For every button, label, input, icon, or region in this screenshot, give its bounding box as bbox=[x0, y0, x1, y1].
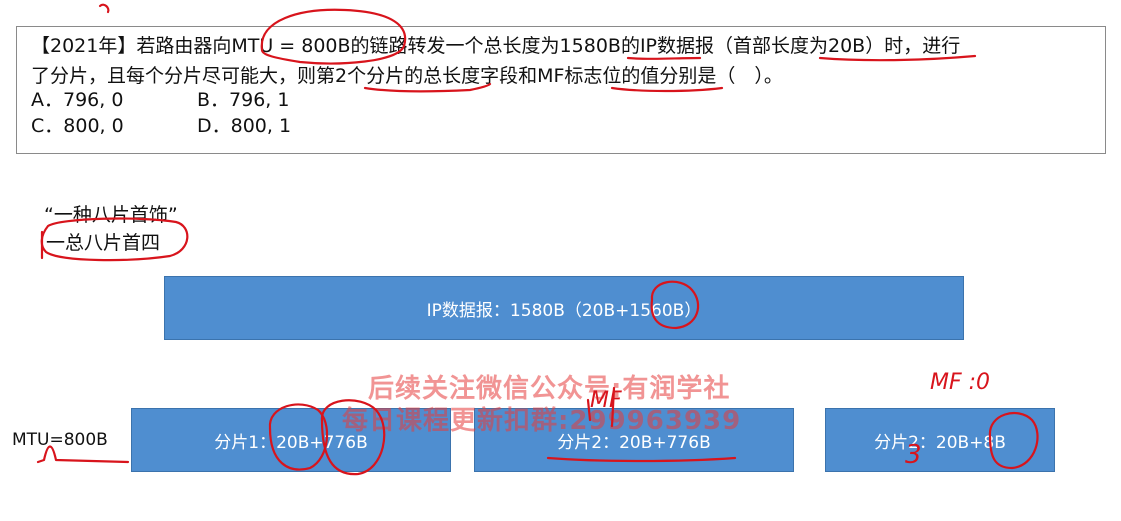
option-a: A．796, 0 bbox=[31, 89, 124, 111]
ip-datagram-label: IP数据报：1580B（20B+1560B） bbox=[426, 300, 702, 321]
handwritten-three: 3 bbox=[905, 440, 922, 470]
ip-datagram-box: IP数据报：1580B（20B+1560B） bbox=[164, 276, 964, 340]
question-line-1: 【2021年】若路由器向MTU = 800B的链路转发一个总长度为1580B的I… bbox=[31, 35, 961, 57]
mnemonic-quote: “一种八片首饰” bbox=[44, 204, 178, 226]
question-line-2: 了分片，且每个分片尽可能大，则第2个分片的总长度字段和MF标志位的值分别是（ ）… bbox=[31, 65, 783, 87]
ink-squiggle-top bbox=[98, 3, 110, 14]
handwritten-mf-note: MF :0 bbox=[930, 370, 991, 395]
fragment-3-box: 分片2：20B+8B bbox=[825, 408, 1055, 472]
mnemonic-explanation: 一总八片首四 bbox=[46, 232, 161, 254]
fragment-3-label: 分片2：20B+8B bbox=[874, 432, 1006, 453]
mtu-label: MTU=800B bbox=[12, 430, 108, 450]
handwritten-mf-label: MF bbox=[590, 388, 622, 413]
option-d: D．800, 1 bbox=[197, 115, 292, 137]
question-box: 【2021年】若路由器向MTU = 800B的链路转发一个总长度为1580B的I… bbox=[16, 26, 1106, 154]
fragment-2-label: 分片2：20B+776B bbox=[557, 432, 711, 453]
option-c: C．800, 0 bbox=[31, 115, 124, 137]
watermark-line-1: 后续关注微信公众号:有润学社 bbox=[368, 374, 731, 404]
option-b: B．796, 1 bbox=[197, 89, 290, 111]
watermark-line-2: 每日课程更新扣群:299963939 bbox=[342, 406, 742, 436]
